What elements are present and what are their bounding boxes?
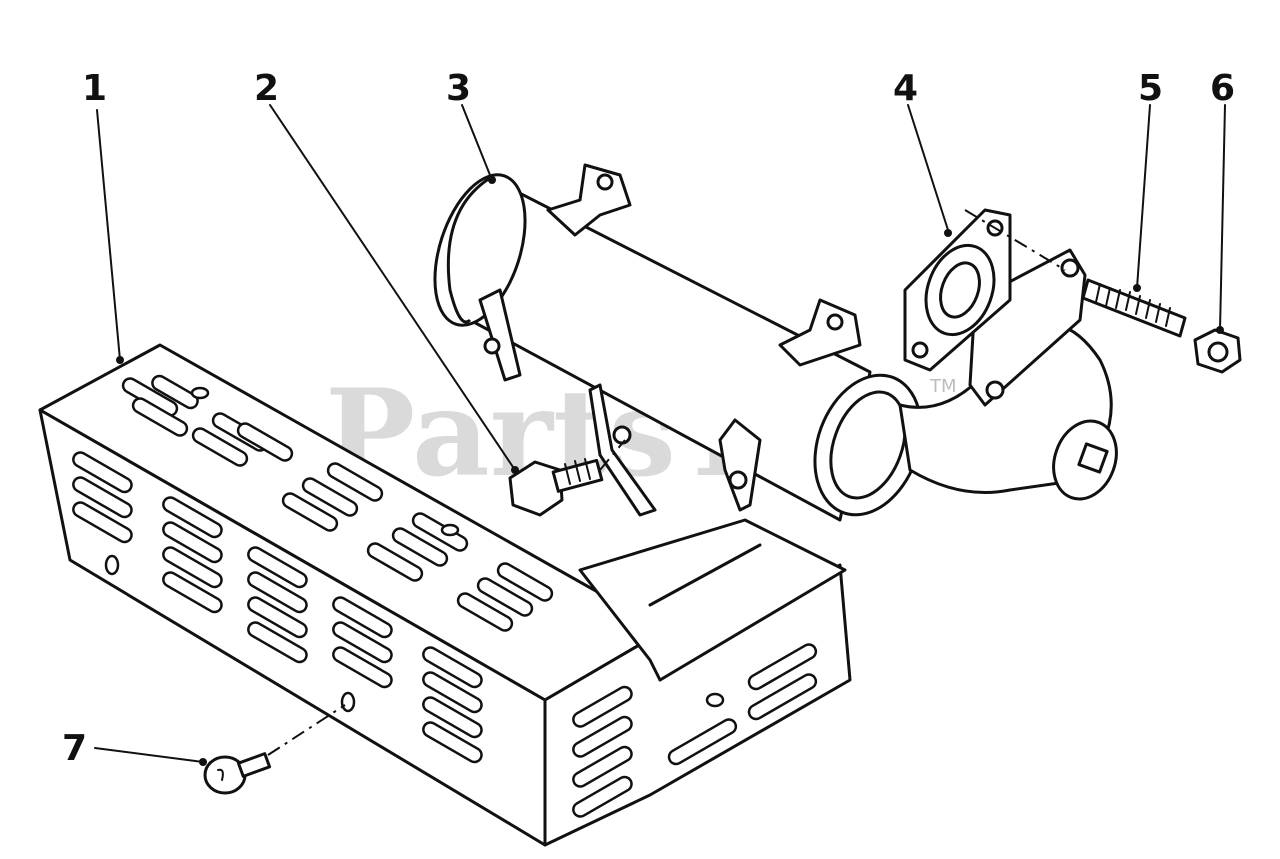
gasket-leader-dash [964, 209, 1066, 271]
callout-2: 2 [254, 68, 279, 109]
muffler [433, 163, 923, 522]
callout-7: 7 [62, 728, 87, 769]
nut [1193, 328, 1242, 374]
screw [203, 752, 272, 795]
callout-4: 4 [893, 68, 918, 109]
bolt-leader-dash [599, 439, 626, 471]
callout-3: 3 [446, 68, 471, 109]
guard-end-slots [572, 643, 818, 818]
guard-front-slots [72, 451, 483, 764]
leader-lines [94, 104, 1226, 763]
bolt [508, 458, 604, 517]
callout-1: 1 [82, 68, 107, 109]
screw-leader-dash [267, 704, 346, 756]
callout-6: 6 [1210, 68, 1235, 109]
callout-5: 5 [1138, 68, 1163, 109]
leader-dots [116, 176, 1224, 766]
stud [1081, 278, 1187, 338]
watermark-trademark: TM [929, 376, 957, 397]
guard-top-slots [121, 374, 554, 632]
muffler-guard [38, 343, 852, 847]
gasket [903, 208, 1012, 372]
